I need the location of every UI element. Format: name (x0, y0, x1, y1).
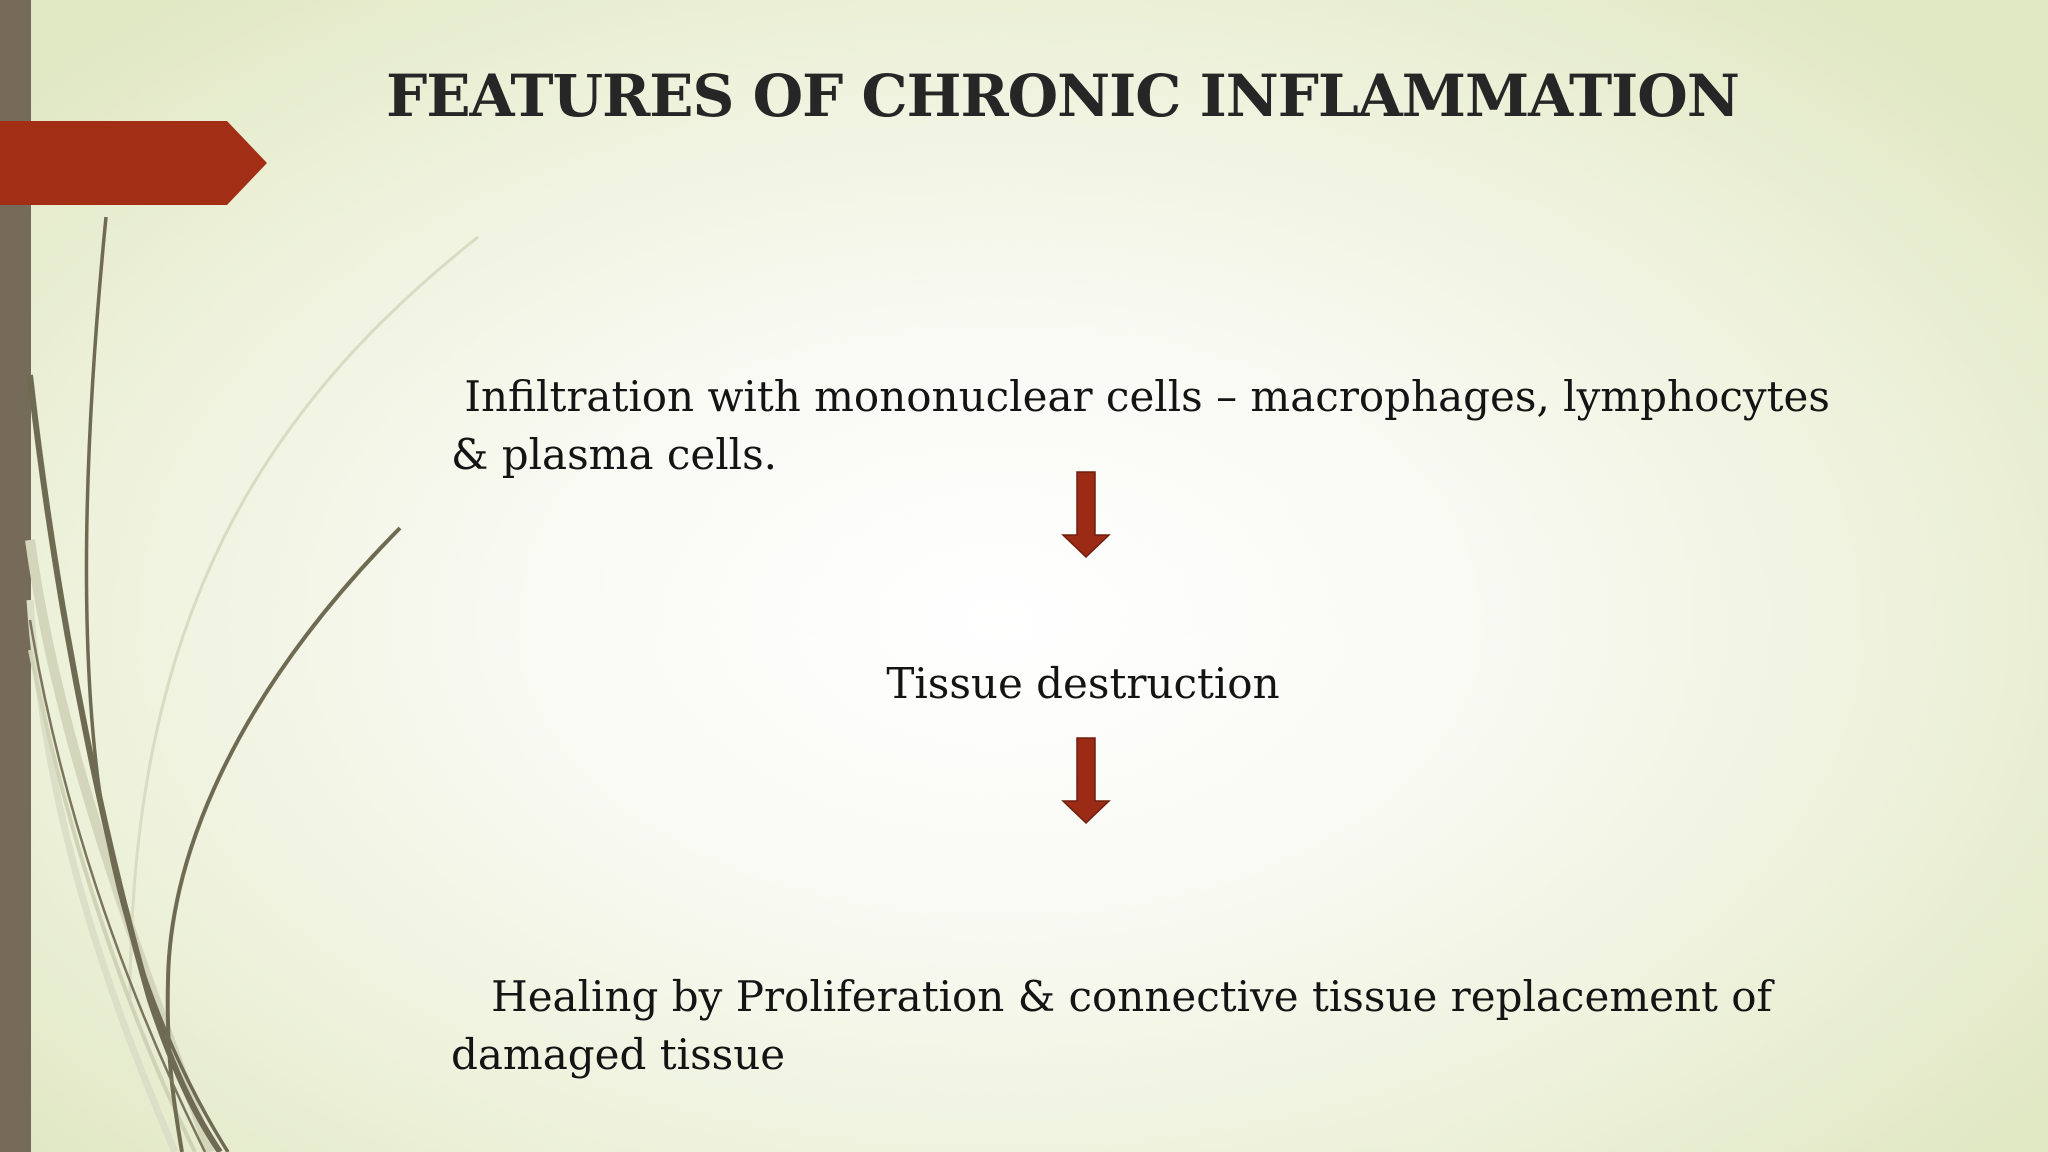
decor-curve-light-4 (28, 649, 197, 1152)
flow-step-healing: Healing by Proliferation & connective ti… (451, 972, 1786, 1079)
decor-curve-dark-4 (28, 619, 207, 1152)
decor-curve-light-1 (128, 235, 479, 1001)
decor-curve-light-2 (25, 539, 215, 1152)
down-arrow-2 (1061, 737, 1111, 825)
flow-step-tissue-destruction: Tissue destruction (886, 659, 1280, 708)
flow-step-infiltration: Infiltration with mononuclear cells – ma… (451, 372, 1844, 479)
slide-title: FEATURES OF CHRONIC INFLAMMATION (386, 62, 1740, 130)
decor-curve-dark-3 (165, 526, 402, 1152)
down-arrow-1 (1061, 471, 1111, 559)
accent-banner-arrow (0, 121, 267, 205)
decor-curve-dark-1 (84, 216, 230, 1152)
decor-curve-dark-2 (27, 374, 223, 1152)
